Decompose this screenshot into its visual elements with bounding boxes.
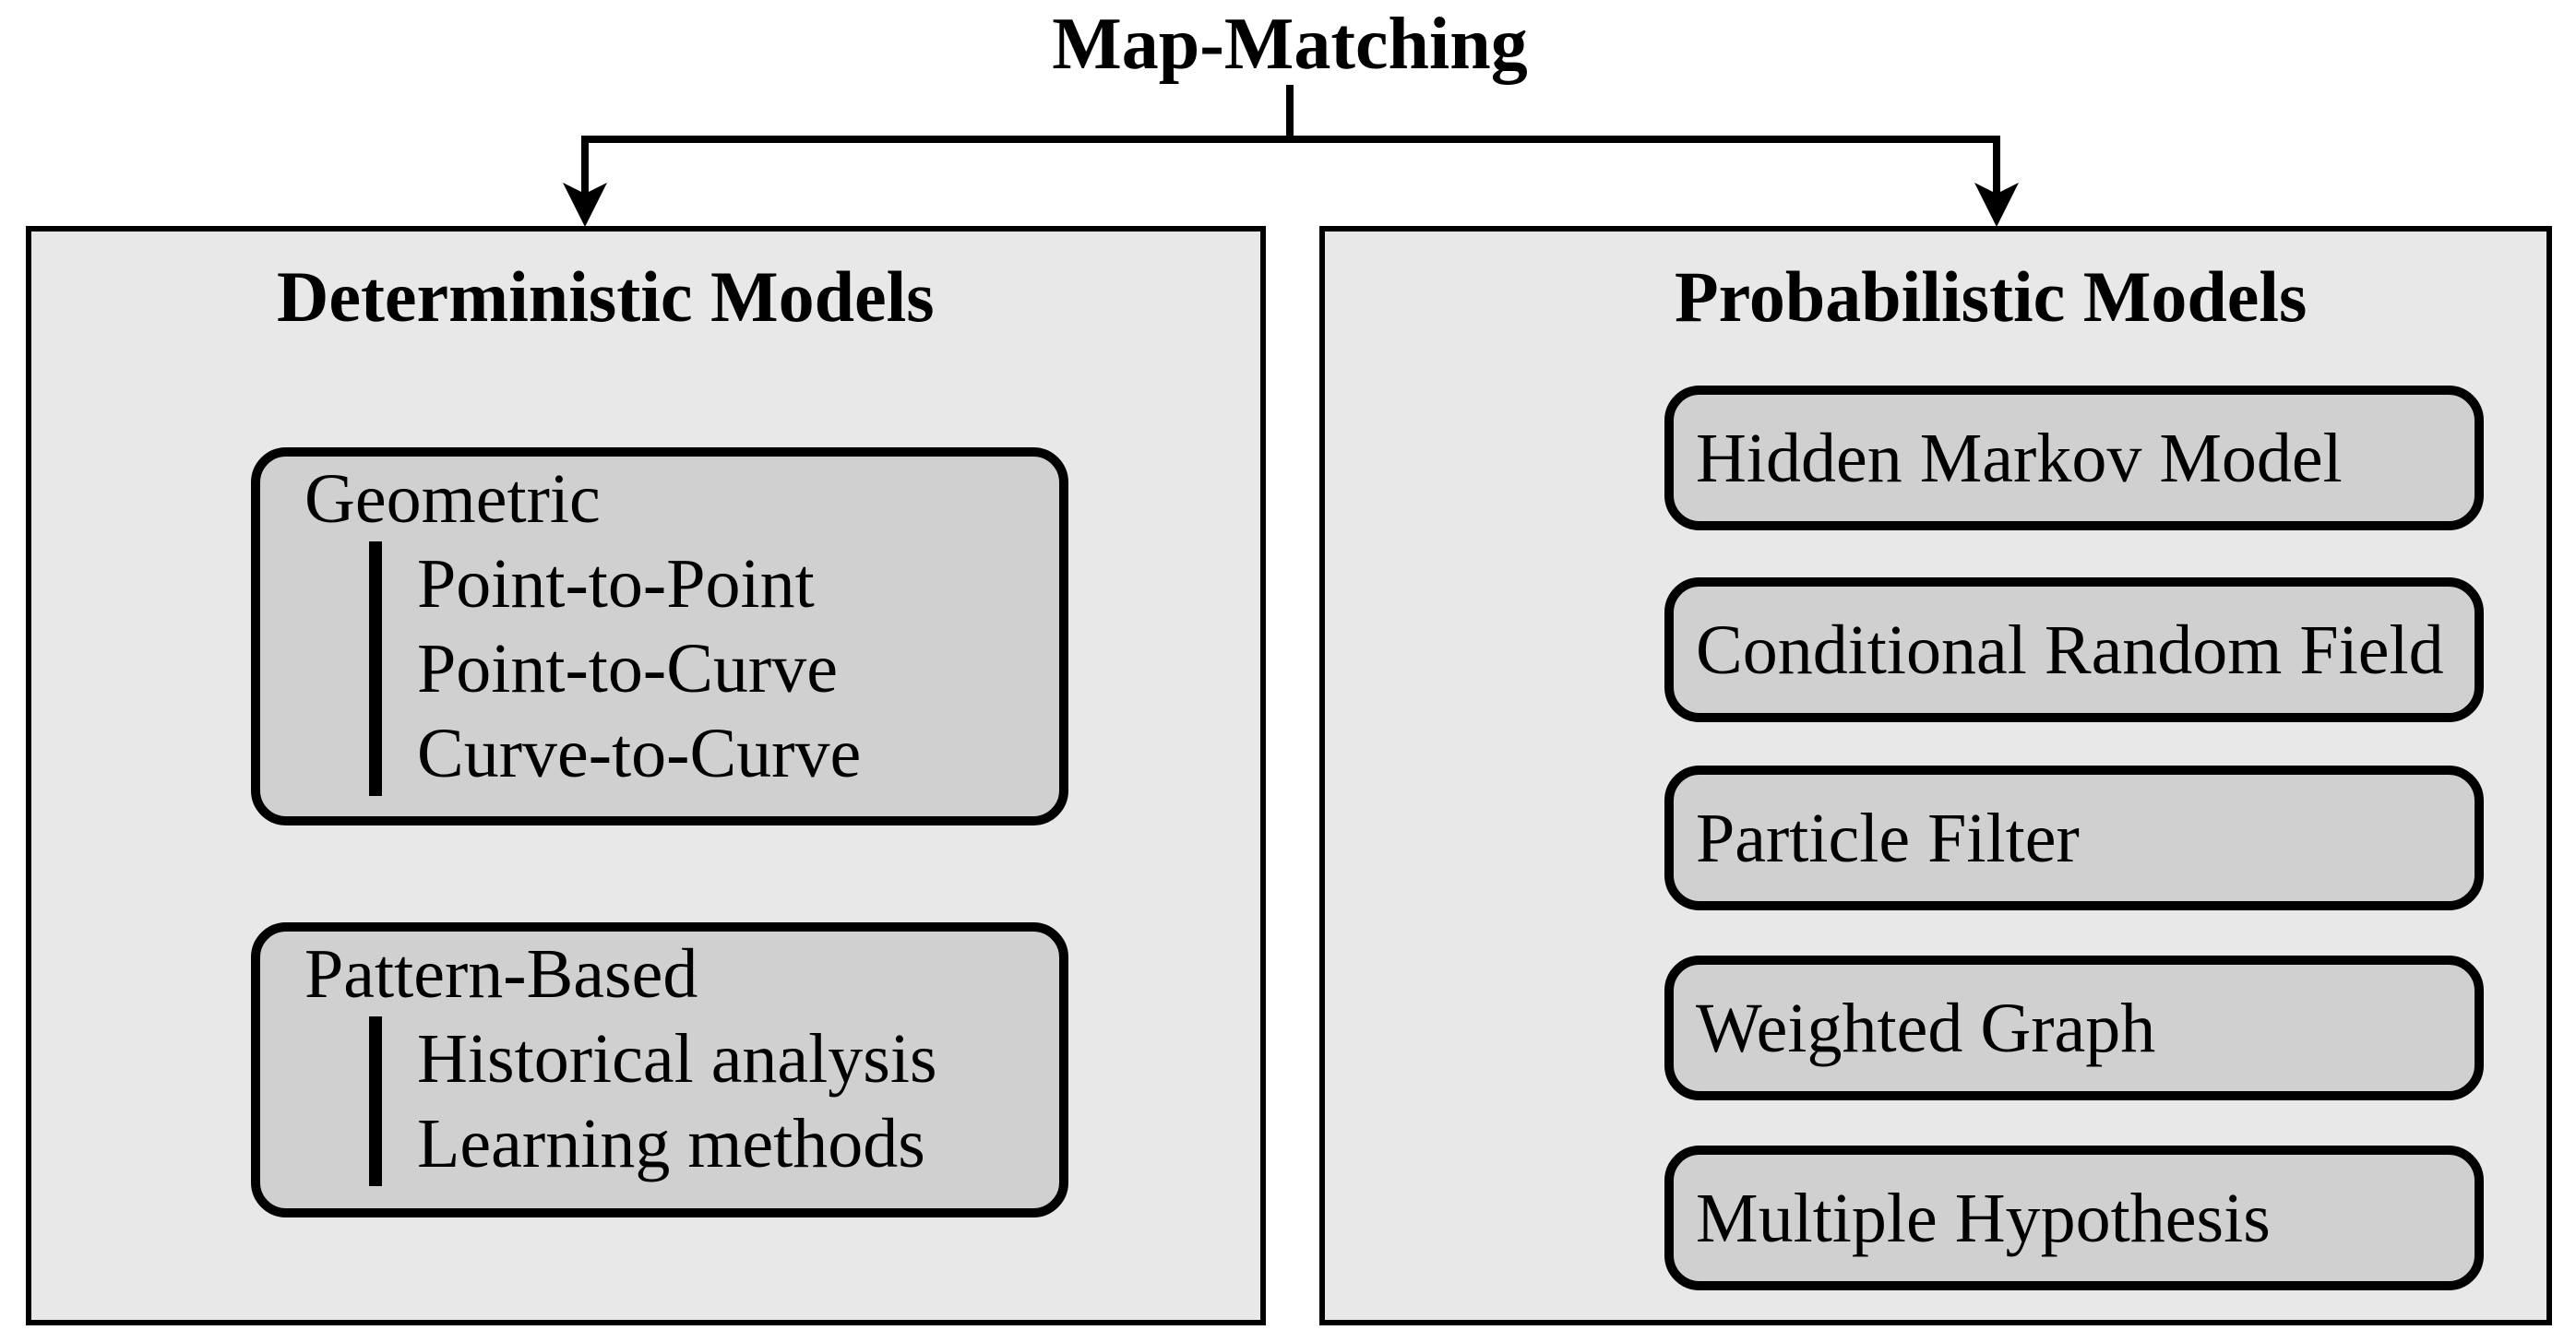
pattern-based-items: Historical analysis Learning methods — [417, 1016, 937, 1186]
geometric-items: Point-to-Point Point-to-Curve Curve-to-C… — [417, 541, 861, 796]
list-item: Learning methods — [417, 1105, 925, 1182]
deterministic-models-header: Deterministic Models — [277, 256, 935, 337]
deterministic-models-panel: Deterministic Models Geometric Point-to-… — [26, 226, 1266, 1325]
list-item: Historical analysis — [417, 1020, 937, 1098]
list-item: Point-to-Curve — [417, 630, 838, 707]
geometric-box: Geometric Point-to-Point Point-to-Curve … — [251, 447, 1068, 825]
geometric-label: Geometric — [304, 460, 601, 538]
box-label: Particle Filter — [1696, 799, 2080, 877]
diagram-title: Map-Matching — [1052, 4, 1528, 85]
probabilistic-models-header: Probabilistic Models — [1675, 256, 2308, 337]
geometric-items-row: Point-to-Point Point-to-Curve Curve-to-C… — [369, 541, 1059, 796]
multiple-hypothesis-box: Multiple Hypothesis — [1664, 1146, 2484, 1290]
conditional-random-field-box: Conditional Random Field — [1664, 577, 2484, 722]
list-item: Curve-to-Curve — [417, 715, 862, 792]
pattern-based-items-row: Historical analysis Learning methods — [369, 1016, 1059, 1186]
arrowhead-down-right — [1974, 183, 2019, 227]
item-group-bar — [369, 1016, 382, 1186]
particle-filter-box: Particle Filter — [1664, 766, 2484, 910]
arrowhead-down-left — [563, 183, 607, 227]
hidden-markov-model-box: Hidden Markov Model — [1664, 386, 2484, 530]
box-label: Weighted Graph — [1696, 989, 2156, 1067]
box-label: Multiple Hypothesis — [1696, 1179, 2271, 1257]
weighted-graph-box: Weighted Graph — [1664, 956, 2484, 1100]
box-label: Conditional Random Field — [1696, 611, 2444, 689]
list-item: Point-to-Point — [417, 545, 815, 623]
pattern-based-box: Pattern-Based Historical analysis Learni… — [251, 922, 1068, 1217]
pattern-based-label: Pattern-Based — [304, 935, 698, 1013]
probabilistic-models-panel: Probabilistic Models Hidden Markov Model… — [1319, 226, 2552, 1325]
item-group-bar — [369, 541, 382, 796]
box-label: Hidden Markov Model — [1696, 419, 2343, 497]
